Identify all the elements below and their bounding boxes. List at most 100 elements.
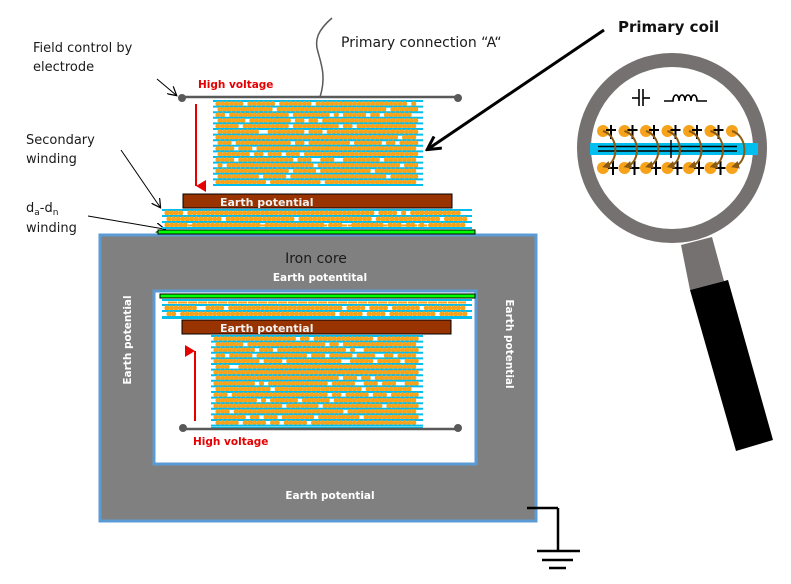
conductor xyxy=(413,151,419,157)
conductor xyxy=(283,123,289,129)
top-electrode-strip xyxy=(157,229,476,235)
conductor-bottom xyxy=(704,162,717,174)
current-arrow xyxy=(645,130,660,169)
conductor xyxy=(390,106,396,112)
conductor xyxy=(281,369,287,375)
conductor xyxy=(379,420,385,426)
conductor xyxy=(249,129,255,135)
conductor xyxy=(340,174,346,180)
conductor xyxy=(336,358,342,364)
conductor xyxy=(333,341,339,347)
conductor xyxy=(331,414,337,420)
conductor xyxy=(344,174,350,180)
conductor xyxy=(305,210,311,216)
conductor xyxy=(351,134,358,140)
conductor xyxy=(317,140,323,146)
conductor xyxy=(399,151,405,157)
conductor xyxy=(298,216,304,222)
conductor xyxy=(227,403,233,409)
conductor xyxy=(400,369,406,375)
conductor xyxy=(378,210,384,216)
conductor xyxy=(202,216,208,222)
conductor xyxy=(331,392,337,398)
conductor xyxy=(372,140,378,146)
conductor xyxy=(224,341,230,347)
conductor xyxy=(397,364,403,370)
conductor xyxy=(308,174,314,180)
conductor xyxy=(297,146,303,152)
conductor xyxy=(226,151,232,157)
conductor xyxy=(226,129,232,135)
conductor xyxy=(369,210,375,216)
conductor xyxy=(221,311,227,317)
conductor xyxy=(306,341,312,347)
conductor xyxy=(385,118,391,124)
conductor xyxy=(365,157,371,163)
conductor xyxy=(250,305,257,311)
conductor xyxy=(242,123,248,129)
conductor xyxy=(406,397,412,403)
conductor xyxy=(220,364,226,370)
conductor xyxy=(243,216,249,222)
conductor xyxy=(322,106,328,112)
conductor xyxy=(220,112,226,118)
conductor xyxy=(358,174,364,180)
conductor xyxy=(313,347,319,353)
conductor xyxy=(432,210,439,216)
conductor xyxy=(368,336,374,342)
conductor xyxy=(358,140,364,146)
conductor xyxy=(353,151,360,157)
conductor xyxy=(455,305,461,311)
conductor xyxy=(251,409,257,415)
conductor xyxy=(260,420,267,426)
conductor xyxy=(396,305,402,311)
conductor xyxy=(363,151,369,157)
conductor xyxy=(220,123,226,129)
conductor xyxy=(377,403,383,409)
conductor xyxy=(193,311,199,317)
conductor-row xyxy=(215,375,417,381)
conductor xyxy=(267,106,273,112)
conductor xyxy=(374,146,380,152)
conductor xyxy=(242,168,248,174)
conductor xyxy=(290,381,296,387)
conductor xyxy=(222,403,228,409)
conductor xyxy=(304,369,310,375)
conductor xyxy=(249,162,255,168)
conductor xyxy=(430,216,436,222)
conductor xyxy=(180,311,186,317)
conductor xyxy=(231,358,237,364)
conductor xyxy=(324,420,330,426)
conductor xyxy=(231,129,237,135)
conductor xyxy=(290,403,296,409)
conductor-row xyxy=(217,106,419,112)
conductor xyxy=(340,140,346,146)
conductor xyxy=(233,375,239,381)
conductor xyxy=(289,311,295,317)
conductor xyxy=(347,112,353,118)
conductor xyxy=(320,409,326,415)
conductor xyxy=(222,151,228,157)
conductor xyxy=(374,375,380,381)
conductor xyxy=(349,381,356,387)
conductor xyxy=(277,403,283,409)
conductor xyxy=(372,106,378,112)
bottom-earth-bar-label: Earth potential xyxy=(220,322,313,335)
conductor xyxy=(311,112,317,118)
conductor xyxy=(334,216,340,222)
conductor xyxy=(222,369,228,375)
current-arrow xyxy=(709,130,724,169)
conductor xyxy=(256,123,262,129)
conductor xyxy=(247,157,253,163)
conductor xyxy=(315,409,321,415)
conductor xyxy=(374,134,380,140)
conductor xyxy=(231,118,237,124)
conductor xyxy=(370,157,376,163)
conductor xyxy=(365,409,371,415)
conductor xyxy=(281,106,287,112)
conductor xyxy=(349,151,355,157)
conductor xyxy=(451,305,457,311)
conductor xyxy=(237,210,243,216)
conductor xyxy=(295,381,301,387)
conductor xyxy=(292,179,298,185)
